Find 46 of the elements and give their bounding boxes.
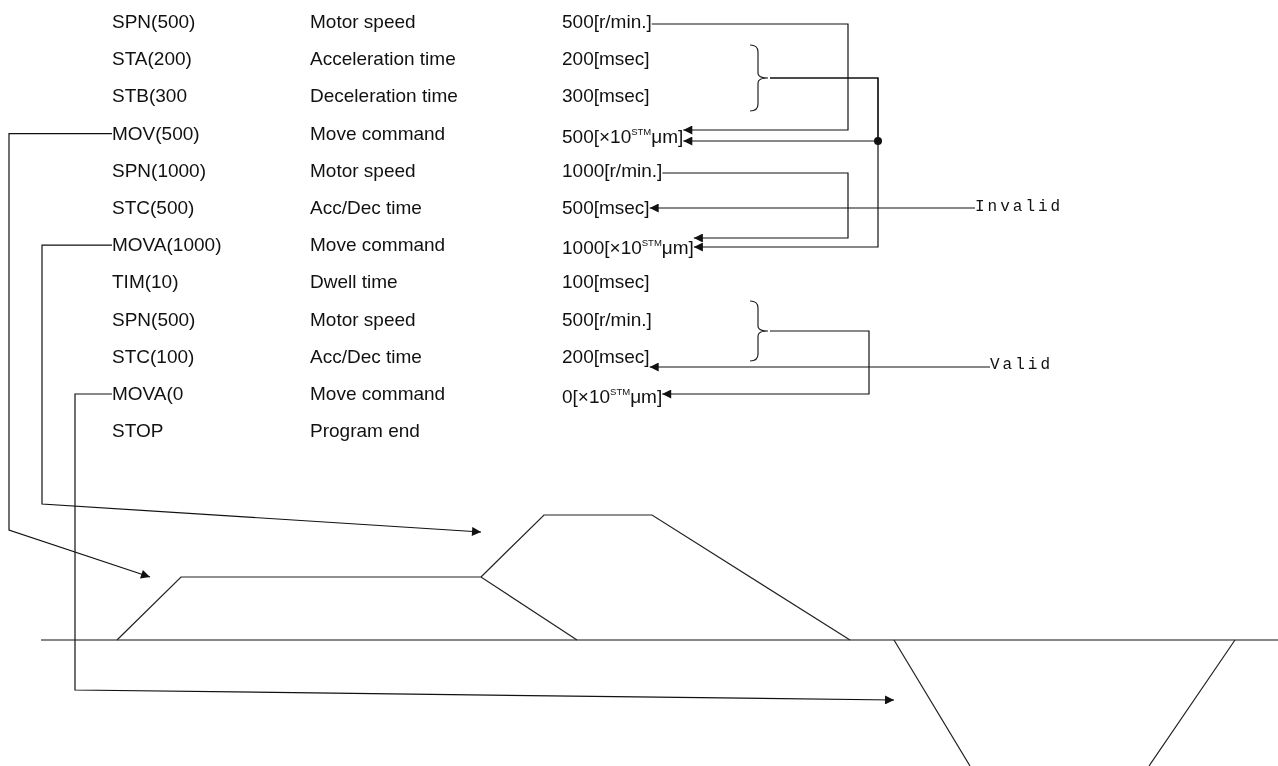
description-text: Acc/Dec time — [310, 197, 423, 219]
description-text: Deceleration time — [310, 85, 459, 108]
command-text: SPN(500) — [112, 308, 197, 331]
arrow — [661, 330, 870, 399]
command-text: TIM(10) — [112, 271, 180, 294]
arrow — [661, 172, 849, 243]
arrow — [649, 203, 976, 213]
description-text: Move command — [310, 234, 447, 257]
arrow — [8, 133, 151, 579]
value-text: 0[×10$^{STM}$μm] — [562, 384, 663, 408]
value-text: 500[r/min.] — [562, 308, 652, 331]
command-text: SPN(500) — [112, 11, 197, 33]
command-text: SPN(1000) — [112, 159, 207, 182]
command-text: STC(500) — [112, 197, 196, 219]
value-text: 1000[r/min.] — [562, 159, 663, 182]
description-text: Dwell time — [310, 271, 399, 294]
command-text: STB(300 — [112, 85, 188, 108]
value-text: 100[msec] — [562, 271, 650, 294]
description-text: Move command — [310, 383, 447, 406]
arrow — [693, 77, 879, 252]
description-text: Program end — [310, 420, 421, 443]
description-text: Motor speed — [310, 11, 417, 33]
description-text: Acc/Dec time — [310, 345, 423, 368]
status-note: Valid — [990, 356, 1053, 374]
command-text: STC(100) — [112, 345, 196, 368]
value-text: 200[msec] — [562, 48, 650, 71]
value-text: 500[msec] — [562, 197, 650, 219]
command-text: MOVA(1000) — [112, 234, 223, 257]
command-text: MOV(500) — [112, 122, 201, 145]
status-note: Invalid — [975, 198, 1064, 216]
arrow — [649, 362, 991, 372]
value-text: 300[msec] — [562, 85, 650, 108]
command-text: STOP — [112, 420, 165, 443]
command-text: STA(200) — [112, 48, 193, 71]
arrow — [41, 244, 482, 536]
arrow — [651, 23, 849, 135]
value-text: 200[msec] — [562, 345, 650, 368]
description-text: Acceleration time — [310, 48, 457, 71]
description-text: Motor speed — [310, 308, 417, 331]
value-text: 500[×10$^{STM}$μm] — [562, 124, 684, 148]
value-text: 500[r/min.] — [562, 11, 652, 33]
value-text: 1000[×10$^{STM}$μm] — [562, 235, 694, 259]
description-text: Move command — [310, 122, 447, 145]
arrow — [74, 393, 895, 705]
command-text: MOVA(0 — [112, 383, 185, 406]
description-text: Motor speed — [310, 159, 417, 182]
